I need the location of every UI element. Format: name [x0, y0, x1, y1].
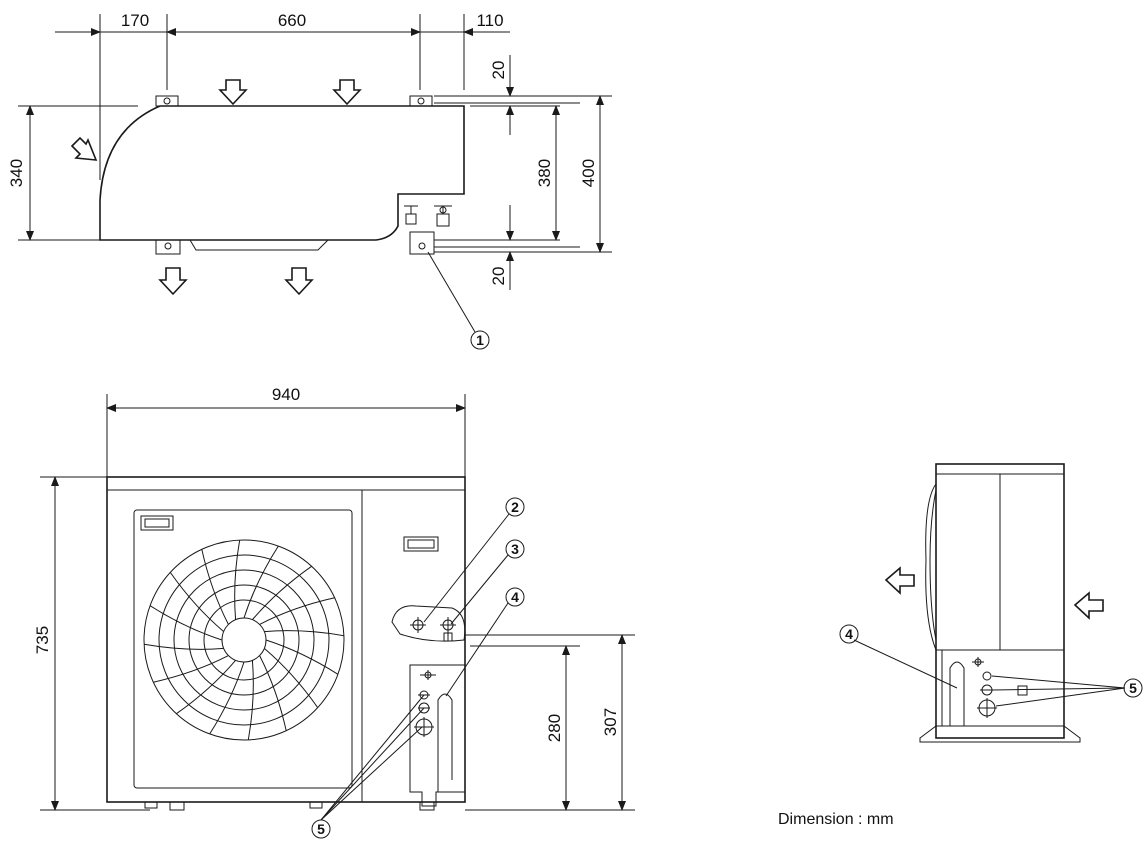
callout-1-circle — [470, 330, 490, 350]
top-view: 170 660 110 — [7, 11, 612, 350]
dim-400-label: 400 — [579, 159, 598, 187]
dim-width-label: 940 — [272, 385, 300, 404]
dim-height-label: 735 — [33, 626, 52, 654]
callout-4-label: 4 — [511, 589, 519, 605]
dim-bottom-offset-label: 20 — [489, 267, 508, 286]
side-view: 4 5 — [839, 463, 1143, 743]
dim-380-label: 380 — [535, 159, 554, 187]
dim-depth-label: 340 — [7, 159, 26, 187]
top-view-unit-outline — [99, 105, 465, 241]
side-callout-5-label: 5 — [1129, 680, 1137, 696]
callout-2-circle — [505, 497, 525, 517]
callout-1-label: 1 — [476, 332, 484, 348]
front-view: 940 735 — [33, 385, 635, 839]
callout-4-circle — [505, 587, 525, 607]
airflow-arrow-icon — [884, 566, 1104, 620]
dim-left-label: 170 — [121, 11, 149, 30]
dim-right-label: 110 — [476, 11, 503, 30]
dimension-unit-note: Dimension : mm — [778, 811, 894, 828]
front-casing — [106, 476, 466, 803]
callout-3-label: 3 — [511, 541, 519, 557]
callout-5-label: 5 — [317, 821, 325, 837]
airflow-arrow-icon — [70, 79, 362, 296]
dim-top-offset-label: 20 — [489, 61, 508, 80]
fan-grille-icon — [143, 539, 345, 741]
callout-5-circle — [311, 819, 331, 839]
side-callout-4-label: 4 — [845, 626, 853, 642]
side-callout-5-circle — [1123, 678, 1143, 698]
service-valve-icon — [404, 205, 452, 227]
dim-280-label: 280 — [545, 714, 564, 742]
callout-3-circle — [505, 539, 525, 559]
dim-middle-label: 660 — [278, 11, 306, 30]
callout-2-label: 2 — [511, 499, 519, 515]
side-callout-4-circle — [839, 624, 859, 644]
dim-307-label: 307 — [601, 708, 620, 736]
